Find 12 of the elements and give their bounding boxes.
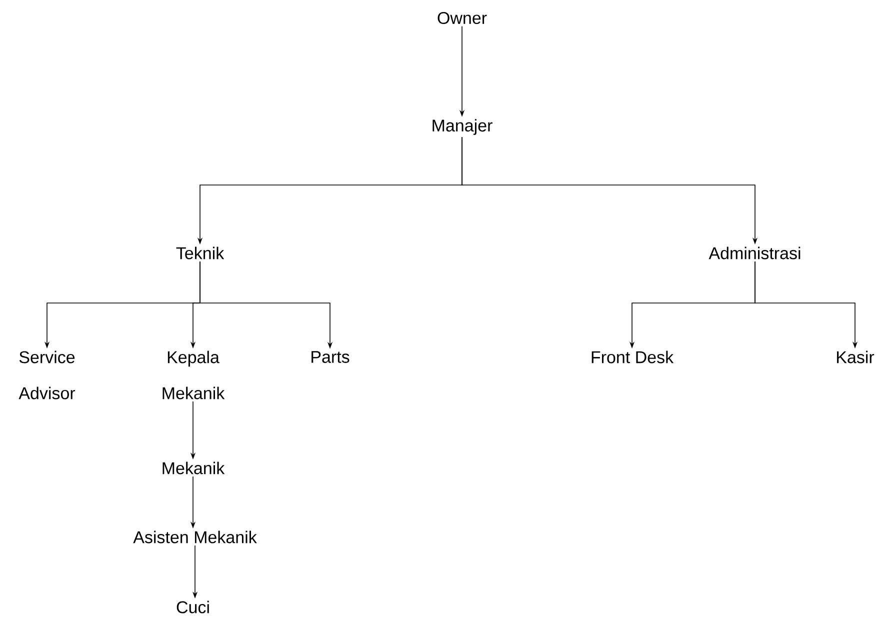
label-text: Kasir xyxy=(837,350,874,364)
label-text: Parts xyxy=(312,351,350,363)
label-text: Teknik xyxy=(176,246,224,260)
label-text: Asisten Mekanik xyxy=(133,530,257,544)
label-text: Cuci xyxy=(176,600,209,614)
label-text: Front Desk xyxy=(592,350,674,364)
label-text: Administrasi xyxy=(708,246,800,260)
label-text: Manajer xyxy=(432,119,492,135)
label-text: Mekanik xyxy=(162,462,225,474)
label-text: Service Advisor xyxy=(18,350,76,400)
label-text: Kepala Mekanik xyxy=(162,350,225,400)
label-text: Owner xyxy=(438,12,487,24)
